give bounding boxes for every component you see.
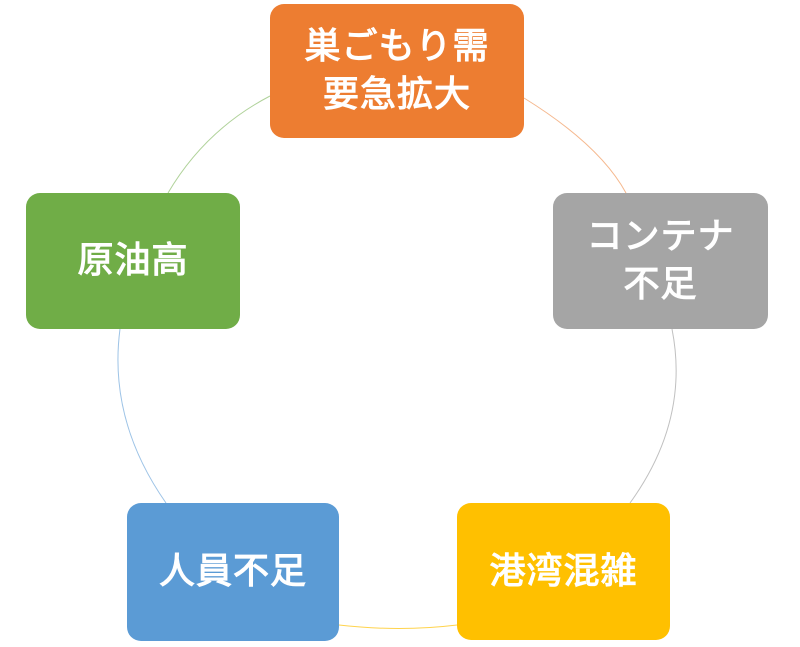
connector-arc-3: [117, 328, 167, 504]
node-label-line: コンテナ: [586, 216, 735, 258]
node-label-line: 要急拡大: [322, 74, 471, 115]
cycle-node-stay-home-demand: 巣ごもり需 要急拡大: [270, 4, 524, 138]
cycle-node-container-shortage: コンテナ 不足: [553, 193, 768, 329]
node-label-line: 原油高: [77, 240, 189, 282]
connector-arc-2: [338, 624, 458, 629]
node-label-line: 人員不足: [158, 551, 307, 593]
cycle-node-port-congestion: 港湾混雑: [457, 503, 670, 640]
node-label-line: 不足: [623, 264, 698, 305]
cycle-node-oil-price-rise: 原油高: [26, 193, 240, 329]
cycle-node-labor-shortage: 人員不足: [127, 503, 339, 641]
connector-arc-4: [167, 95, 271, 194]
node-label-line: 巣ごもり需: [304, 26, 490, 68]
connector-arc-1: [629, 328, 677, 504]
node-label-line: 港湾混雑: [489, 550, 638, 592]
connector-arc-0: [523, 97, 627, 194]
